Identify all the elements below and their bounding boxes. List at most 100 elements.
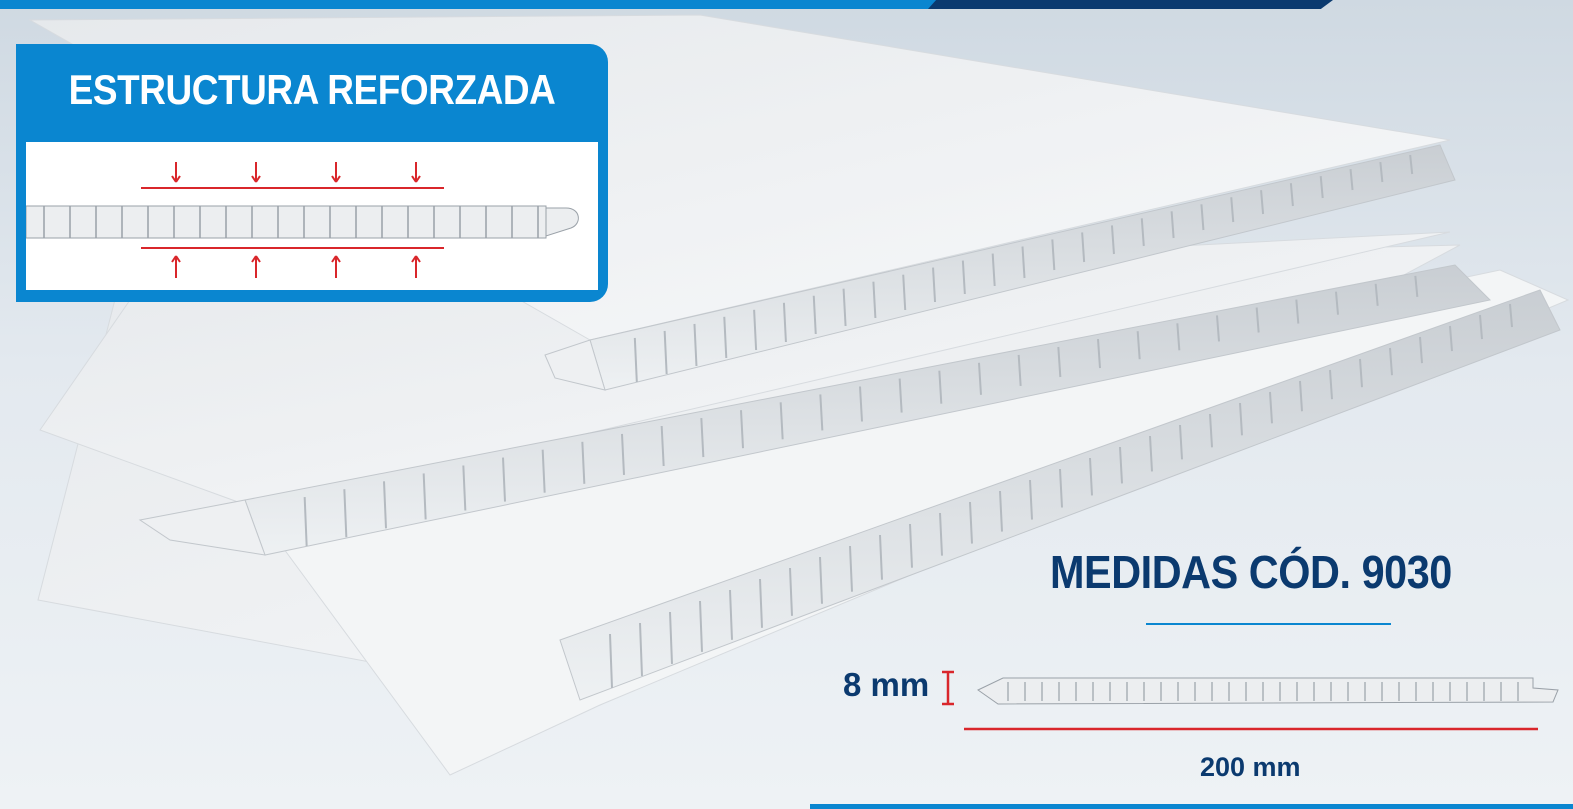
panel-cell-wall xyxy=(812,295,817,335)
up-arrow-icon xyxy=(171,255,177,263)
panel-cell-wall xyxy=(1239,402,1243,436)
top-accent-bar-dark xyxy=(928,0,1333,9)
panel-cell-wall xyxy=(753,309,758,351)
panel-cell-wall xyxy=(1255,307,1260,333)
panel-cell-wall xyxy=(383,481,387,529)
panel-cell-wall xyxy=(541,449,546,493)
panel-cell-wall xyxy=(1021,246,1026,279)
panel-cell-wall xyxy=(932,267,937,303)
panel-cell-wall xyxy=(1409,154,1414,175)
panel-cell-wall xyxy=(789,567,793,616)
callout-diagram-area xyxy=(25,142,598,290)
panel-cell-wall xyxy=(819,394,824,431)
panel-cell-wall xyxy=(1319,176,1324,199)
panel-cell-wall xyxy=(609,633,613,689)
panel-cell-wall xyxy=(1349,169,1354,191)
panel-cell-wall xyxy=(1329,369,1333,400)
measures-title: MEDIDAS CÓD. 9030 xyxy=(1050,546,1452,598)
panel-cell-wall xyxy=(462,465,467,511)
panel-cell-wall xyxy=(842,288,847,327)
down-arrow-icon xyxy=(331,175,337,183)
down-arrow-icon xyxy=(415,175,421,183)
panel-cell-wall xyxy=(1379,161,1384,183)
down-arrow-icon xyxy=(251,175,257,183)
panel-cell-wall xyxy=(961,260,966,295)
panel-cell-wall xyxy=(1097,339,1101,369)
panel-cell-wall xyxy=(581,441,586,484)
panel-cell-wall xyxy=(779,402,784,440)
up-arrow-icon xyxy=(251,255,257,263)
panel-cell-wall xyxy=(729,589,733,640)
panel-cell-wall xyxy=(699,600,703,652)
panel-cell-wall xyxy=(1209,413,1213,448)
panel-cell-wall xyxy=(660,425,665,467)
panel-cell-wall xyxy=(639,622,643,676)
up-arrow-icon xyxy=(411,255,417,263)
profile-side-view xyxy=(977,677,1559,705)
panel-cell-wall xyxy=(782,302,787,343)
panel-cell-wall xyxy=(938,370,943,404)
panel-cell-wall xyxy=(879,534,883,580)
panel-cell-wall xyxy=(1299,380,1303,412)
panel-cell-wall xyxy=(1389,347,1393,376)
top-accent-bar xyxy=(0,0,940,9)
panel-cell-wall xyxy=(1419,336,1423,364)
panel-cell-wall xyxy=(1359,358,1363,388)
panel-cell-wall xyxy=(898,378,903,413)
panel-cell-wall xyxy=(663,330,668,375)
thickness-indicator-icon xyxy=(942,670,954,706)
up-arrow-icon xyxy=(335,255,341,263)
panel-cell-wall xyxy=(1230,197,1235,223)
panel-cell-wall xyxy=(1179,424,1183,460)
profile-tongue xyxy=(545,207,579,237)
panel-cell-wall xyxy=(1479,314,1483,340)
reinforced-structure-callout: ESTRUCTURA REFORZADA xyxy=(16,44,608,302)
up-arrow-icon xyxy=(415,255,421,263)
up-arrow-icon xyxy=(331,255,337,263)
panel-cell-wall xyxy=(909,523,913,568)
panel-cell-wall xyxy=(1051,239,1056,271)
down-arrow-icon xyxy=(255,175,261,183)
panel-cell-wall xyxy=(1216,315,1220,342)
panel-cell-wall xyxy=(1449,325,1453,352)
top-pressure-indicators xyxy=(141,162,444,189)
panel-cell-wall xyxy=(1140,218,1145,247)
up-arrow-icon xyxy=(255,255,261,263)
panel-cell-wall xyxy=(1269,391,1273,424)
panel-cell-wall xyxy=(1110,225,1115,255)
profile-cross-section xyxy=(25,205,579,239)
panel-cell-wall xyxy=(740,410,744,449)
panel-cell-wall xyxy=(1136,331,1141,360)
panel-cell-wall xyxy=(693,323,698,367)
measures-diagram xyxy=(942,670,1559,731)
panel-cell-wall xyxy=(1200,204,1205,231)
panel-cell-wall xyxy=(1089,457,1093,496)
panel-cell-wall xyxy=(939,512,943,556)
measures-title-underline xyxy=(1146,623,1391,625)
panel-cell-wall xyxy=(669,611,673,664)
cross-section-diagram xyxy=(25,162,579,278)
bottom-pressure-indicators xyxy=(141,247,444,278)
panel-cell-wall xyxy=(1509,303,1513,328)
down-arrow-icon xyxy=(335,175,341,183)
up-arrow-icon xyxy=(175,255,181,263)
down-arrow-icon xyxy=(175,175,181,183)
panel-cell-wall xyxy=(759,578,763,628)
panel-cell-wall xyxy=(859,386,863,422)
panel-cell-wall xyxy=(1176,323,1181,351)
panel-cell-wall xyxy=(1414,275,1419,297)
panel-cell-wall xyxy=(1059,468,1063,508)
panel-cell-wall xyxy=(1081,232,1086,263)
panel-cell-wall xyxy=(1017,354,1022,386)
panel-cell-wall xyxy=(872,281,877,319)
thickness-label: 8 mm xyxy=(843,666,930,703)
panel-cell-wall xyxy=(969,501,973,544)
panel-cell-wall xyxy=(1295,299,1300,324)
panel-cell-wall xyxy=(1374,283,1379,306)
panel-cell-wall xyxy=(1260,190,1265,215)
panel-cell-wall xyxy=(819,556,823,604)
down-arrow-icon xyxy=(171,175,177,183)
panel-cell-wall xyxy=(1029,479,1033,520)
panel-cell-wall xyxy=(1335,291,1339,315)
panel-cell-wall xyxy=(999,490,1003,532)
